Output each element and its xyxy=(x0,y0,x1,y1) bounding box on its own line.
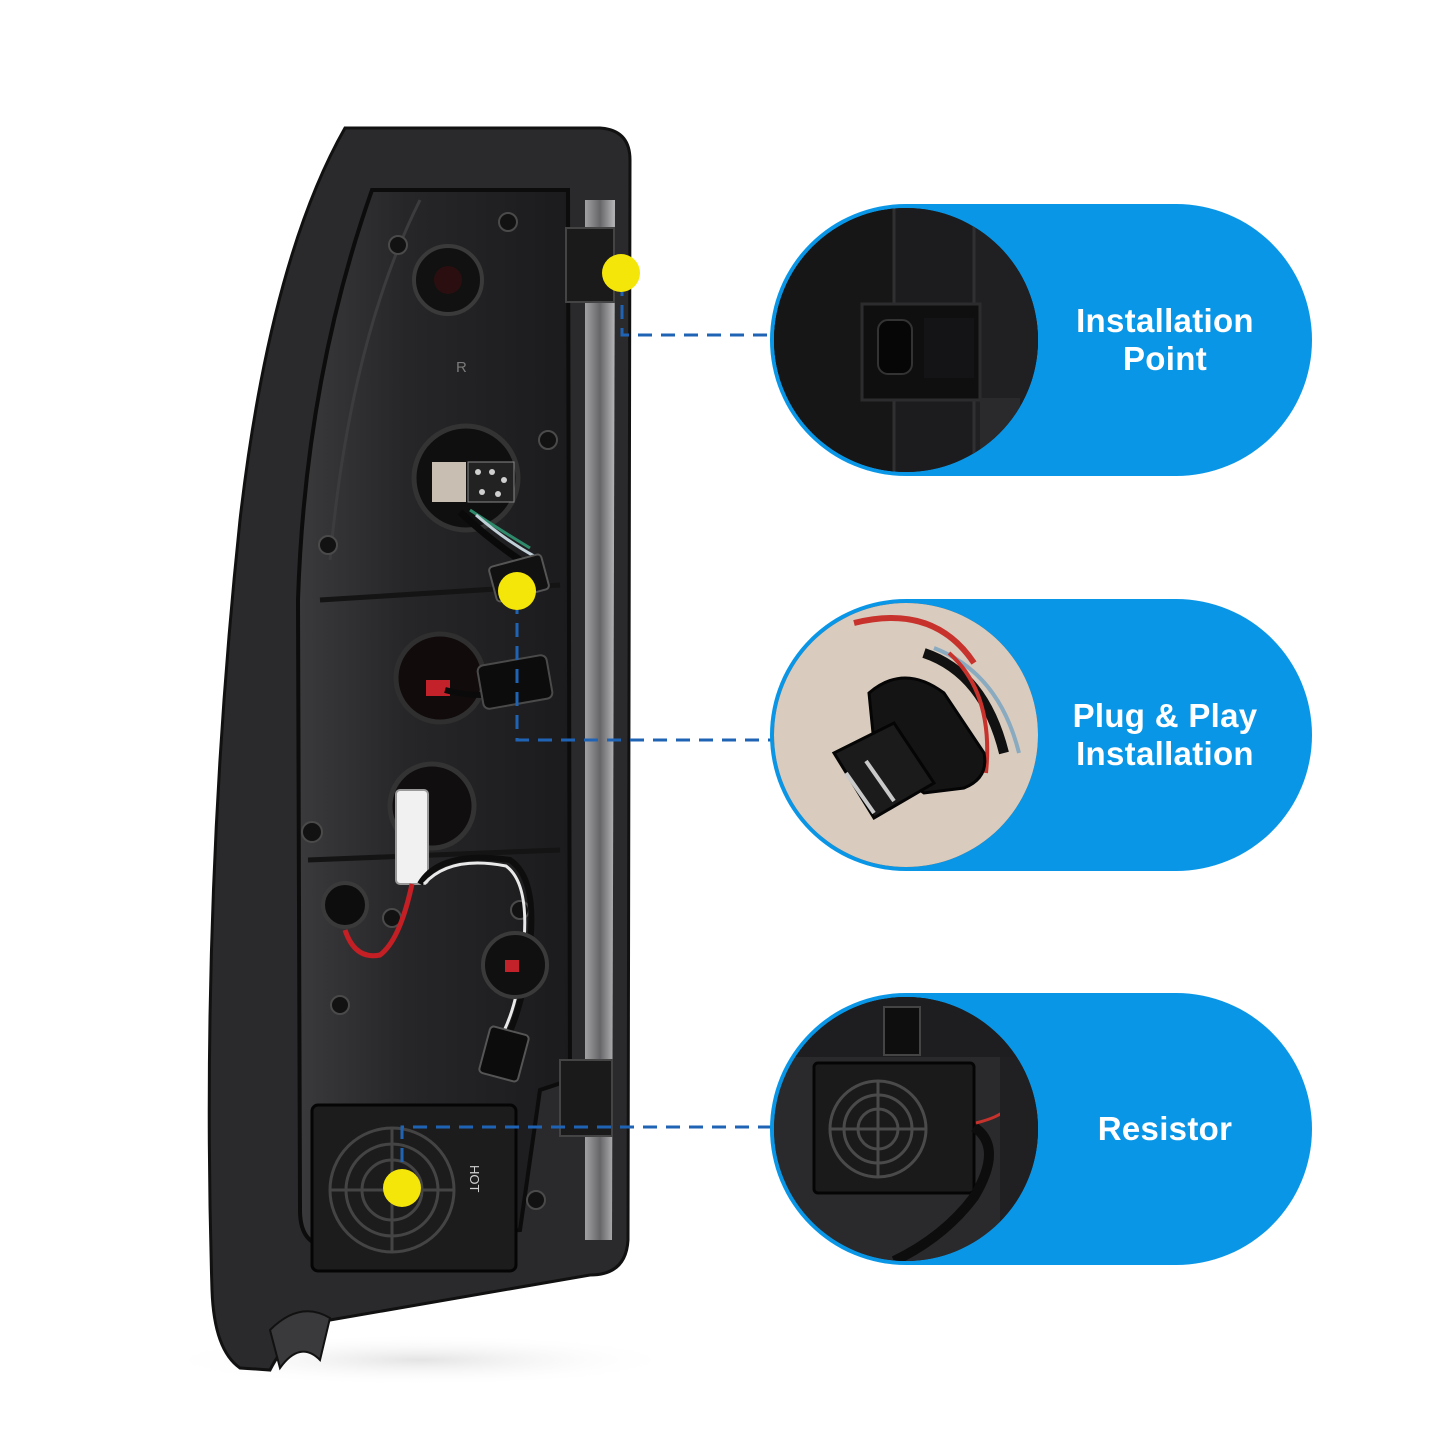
label-line: Resistor xyxy=(1097,1110,1233,1147)
middle-bulb-socket xyxy=(393,631,487,725)
callout-plug-and-play: Plug & Play Installation xyxy=(770,599,1312,871)
callout-label: Resistor xyxy=(1038,993,1292,1265)
label-line: Plug & Play xyxy=(1072,697,1258,734)
label-line: Installation xyxy=(1076,735,1254,772)
lower-mount-tab xyxy=(559,1059,613,1137)
tail-connector xyxy=(478,1025,530,1083)
plug-and-play-photo xyxy=(774,603,1038,867)
callout-resistor: Resistor xyxy=(770,993,1312,1265)
callout-label: Installation Point xyxy=(1038,204,1292,476)
resistor-photo xyxy=(774,997,1038,1261)
label-line: Point xyxy=(1123,340,1207,377)
reverse-mark: R xyxy=(456,359,467,376)
label-line: Installation xyxy=(1076,302,1254,339)
housing-chrome-rim xyxy=(585,200,615,1240)
white-connector xyxy=(395,789,429,885)
connector-line-resistor xyxy=(400,1125,772,1185)
marker-resistor xyxy=(383,1169,421,1207)
installation-point-photo xyxy=(774,208,1038,472)
callout-installation-point: Installation Point xyxy=(770,204,1312,476)
resistor-mark: HOT xyxy=(467,1165,482,1193)
middle-connector xyxy=(476,654,554,710)
connector-line-plug xyxy=(515,600,772,742)
marker-plug-play xyxy=(498,572,536,610)
callout-label: Plug & Play Installation xyxy=(1038,599,1292,871)
marker-installation-point xyxy=(602,254,640,292)
bottom-grommet xyxy=(321,881,369,929)
connector-line-installation xyxy=(620,282,772,337)
